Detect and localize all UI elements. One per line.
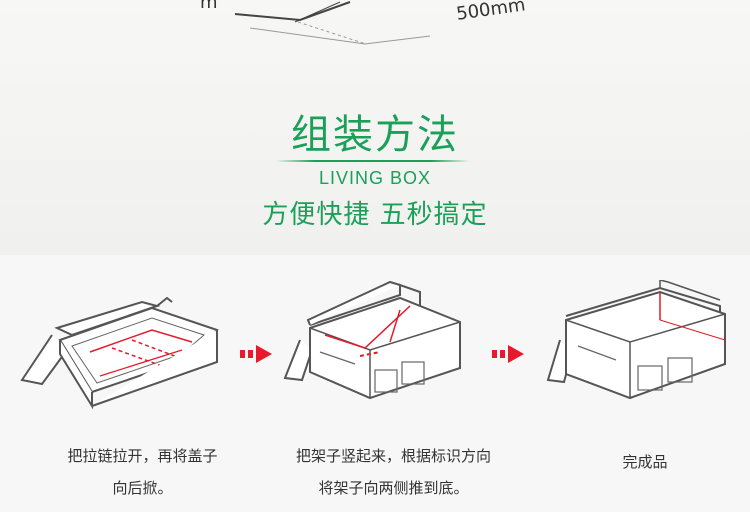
section-slogan: 方便快捷 五秒搞定 bbox=[262, 200, 488, 230]
title-divider bbox=[275, 160, 470, 162]
step-2-caption: 把架子竖起来，根据标识方向 将架子向两侧推到底。 bbox=[266, 440, 521, 504]
step-2-caption-line2: 将架子向两侧推到底。 bbox=[318, 479, 469, 497]
dimension-sketch bbox=[234, 1, 431, 45]
step-2-illustration bbox=[283, 280, 461, 400]
section-title: 组装方法 bbox=[291, 112, 459, 158]
step-3-illustration bbox=[546, 280, 726, 400]
step-arrow-2-icon bbox=[492, 345, 524, 363]
step-2-caption-line1: 把架子竖起来，根据标识方向 bbox=[295, 447, 491, 465]
dimension-label-cut: m bbox=[200, 0, 218, 13]
section-subtitle: LIVING BOX bbox=[318, 168, 432, 188]
step-1-illustration bbox=[20, 296, 219, 410]
step-1-caption: 把拉链拉开，再将盖子 向后掀。 bbox=[35, 440, 250, 504]
step-3-caption: 完成品 bbox=[575, 446, 715, 478]
step-1-caption-line2: 向后掀。 bbox=[112, 479, 173, 497]
step-arrow-1-icon bbox=[240, 345, 272, 363]
step-3-caption-line1: 完成品 bbox=[622, 453, 668, 471]
step-1-caption-line1: 把拉链拉开，再将盖子 bbox=[67, 447, 218, 465]
